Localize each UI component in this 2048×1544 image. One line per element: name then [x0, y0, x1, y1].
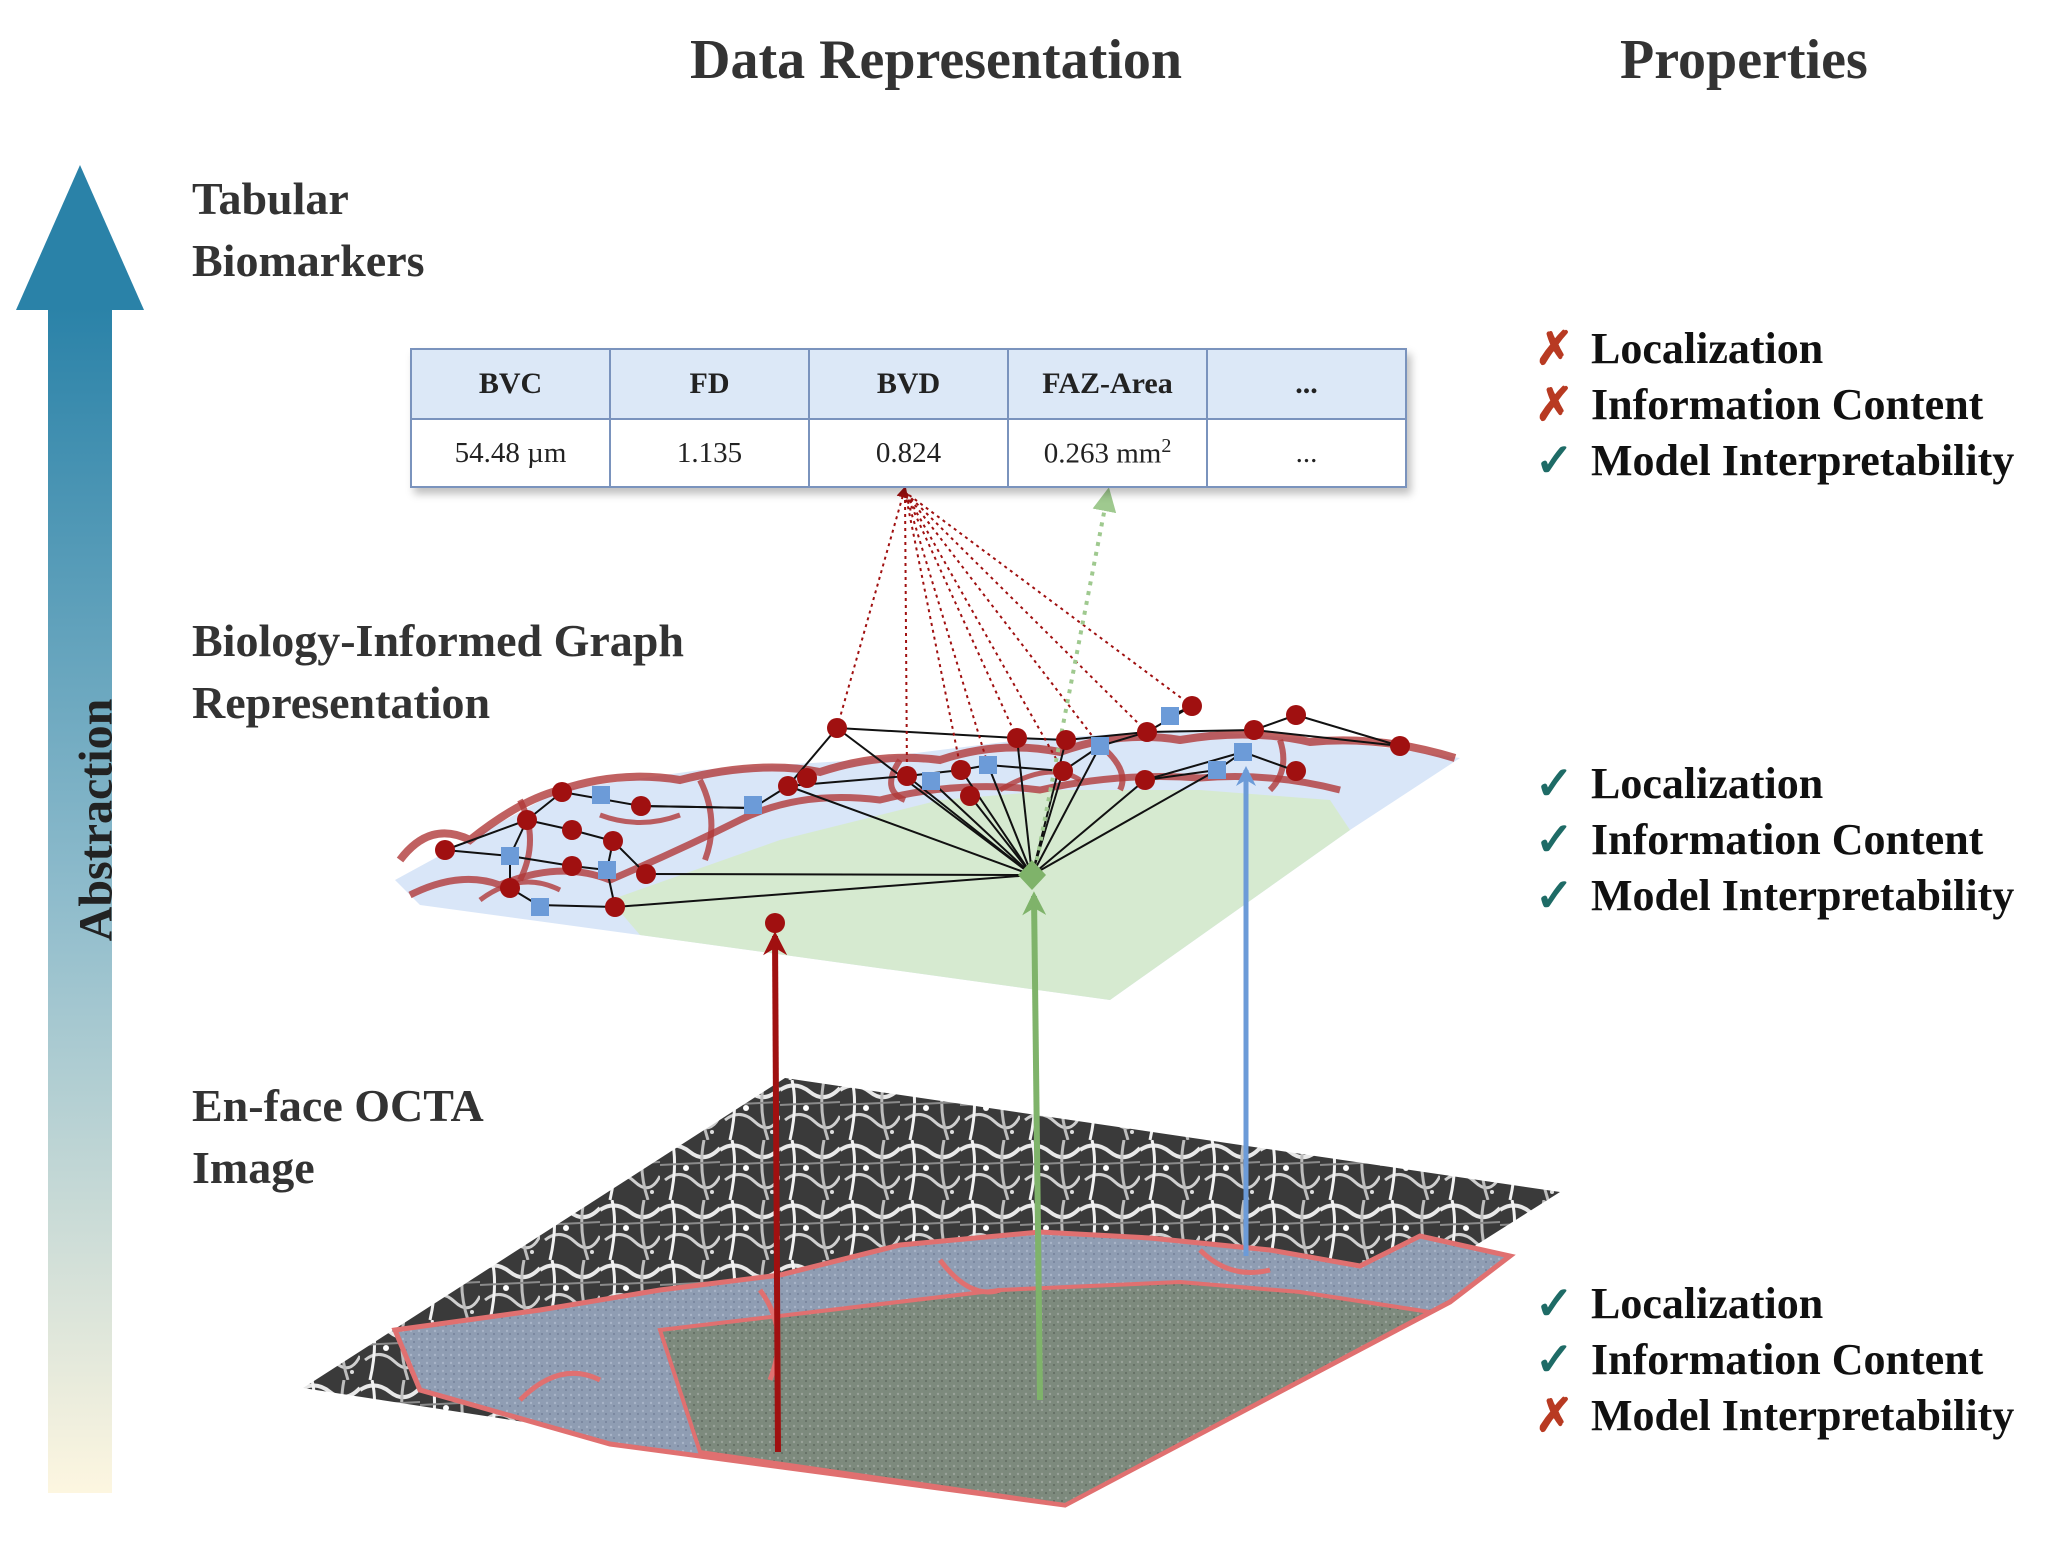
faz-value: 0.263 mm: [1043, 437, 1162, 470]
level-tabular-line2: Biomarkers: [192, 235, 425, 286]
check-icon: ✓: [1535, 814, 1574, 865]
faz-superscript: 2: [1161, 435, 1172, 458]
property-label: Model Interpretability: [1591, 870, 2015, 920]
level-octa-line2: Image: [192, 1142, 315, 1193]
property-item: ✓ Model Interpretability: [1535, 432, 2014, 488]
cross-icon: ✗: [1535, 1390, 1574, 1441]
green-faz-arrow: [1022, 891, 1047, 1401]
table-cell: ...: [1206, 418, 1407, 488]
table-cell: 0.824: [808, 418, 1009, 488]
level-octa-line1: En-face OCTA: [192, 1080, 484, 1131]
table-header-cell: BVD: [808, 348, 1009, 420]
level-octa: En-face OCTA Image: [192, 1075, 484, 1199]
table-header-row: BVC FD BVD FAZ-Area ...: [410, 348, 1407, 420]
table-header-cell: FAZ-Area: [1007, 348, 1208, 420]
graph-hub-node: [1018, 860, 1046, 890]
properties-group-tabular: ✗ Localization ✗ Information Content ✓ Mode…: [1535, 320, 2014, 488]
cross-icon: ✗: [1535, 379, 1574, 430]
property-label: Localization: [1591, 323, 1824, 373]
check-icon: ✓: [1535, 870, 1574, 921]
table-cell-faz: 0.263 mm2: [1007, 418, 1208, 488]
check-icon: ✓: [1535, 1278, 1574, 1329]
table-cell: 54.48 µm: [410, 418, 611, 488]
property-item: ✗ Model Interpretability: [1535, 1387, 2014, 1443]
properties-header: Properties: [1620, 29, 1868, 91]
red-vessel-arrow: [763, 931, 788, 1453]
level-tabular-line1: Tabular: [192, 173, 349, 224]
bvd-dotted-arrows: [836, 485, 1193, 777]
level-graph-line2: Representation: [192, 677, 491, 728]
table-header-cell: FD: [609, 348, 810, 420]
graph-blue-nodes: [501, 707, 1252, 916]
level-tabular: Tabular Biomarkers: [192, 168, 425, 292]
property-label: Information Content: [1591, 1334, 1984, 1384]
property-label: Information Content: [1591, 814, 1984, 864]
property-item: ✓ Information Content: [1535, 811, 2014, 867]
table-row: 54.48 µm 1.135 0.824 0.263 mm2 ...: [410, 418, 1407, 488]
property-item: ✓ Localization: [1535, 1275, 2014, 1331]
check-icon: ✓: [1535, 758, 1574, 809]
check-icon: ✓: [1535, 435, 1574, 486]
property-item: ✗ Localization: [1535, 320, 2014, 376]
property-item: ✓ Model Interpretability: [1535, 867, 2014, 923]
graph-plane: [395, 730, 1460, 1000]
biomarker-table: BVC FD BVD FAZ-Area ... 54.48 µm 1.135 0…: [410, 348, 1407, 488]
properties-group-graph: ✓ Localization ✓ Information Content ✓ Mode…: [1535, 755, 2014, 923]
property-label: Localization: [1591, 758, 1824, 808]
octa-image-plane: [303, 1078, 1560, 1508]
property-label: Information Content: [1591, 379, 1984, 429]
property-label: Localization: [1591, 1278, 1824, 1328]
property-label: Model Interpretability: [1591, 435, 2015, 485]
check-icon: ✓: [1535, 1334, 1574, 1385]
level-graph: Biology-Informed Graph Representation: [192, 610, 684, 734]
level-graph-line1: Biology-Informed Graph: [192, 615, 684, 666]
property-label: Model Interpretability: [1591, 1390, 2015, 1440]
property-item: ✗ Information Content: [1535, 376, 2014, 432]
graph-red-nodes: [435, 696, 1410, 933]
property-item: ✓ Localization: [1535, 755, 2014, 811]
properties-group-octa: ✓ Localization ✓ Information Content ✗ Mode…: [1535, 1275, 2014, 1443]
table-cell: 1.135: [609, 418, 810, 488]
abstraction-label: Abstraction: [69, 698, 123, 942]
cross-icon: ✗: [1535, 323, 1574, 374]
abstraction-arrow: [16, 165, 144, 1493]
faz-dotted-arrow: [1033, 487, 1117, 871]
table-header-cell: BVC: [410, 348, 611, 420]
table-header-cell: ...: [1206, 348, 1407, 420]
property-item: ✓ Information Content: [1535, 1331, 2014, 1387]
data-representation-header: Data Representation: [690, 29, 1183, 91]
